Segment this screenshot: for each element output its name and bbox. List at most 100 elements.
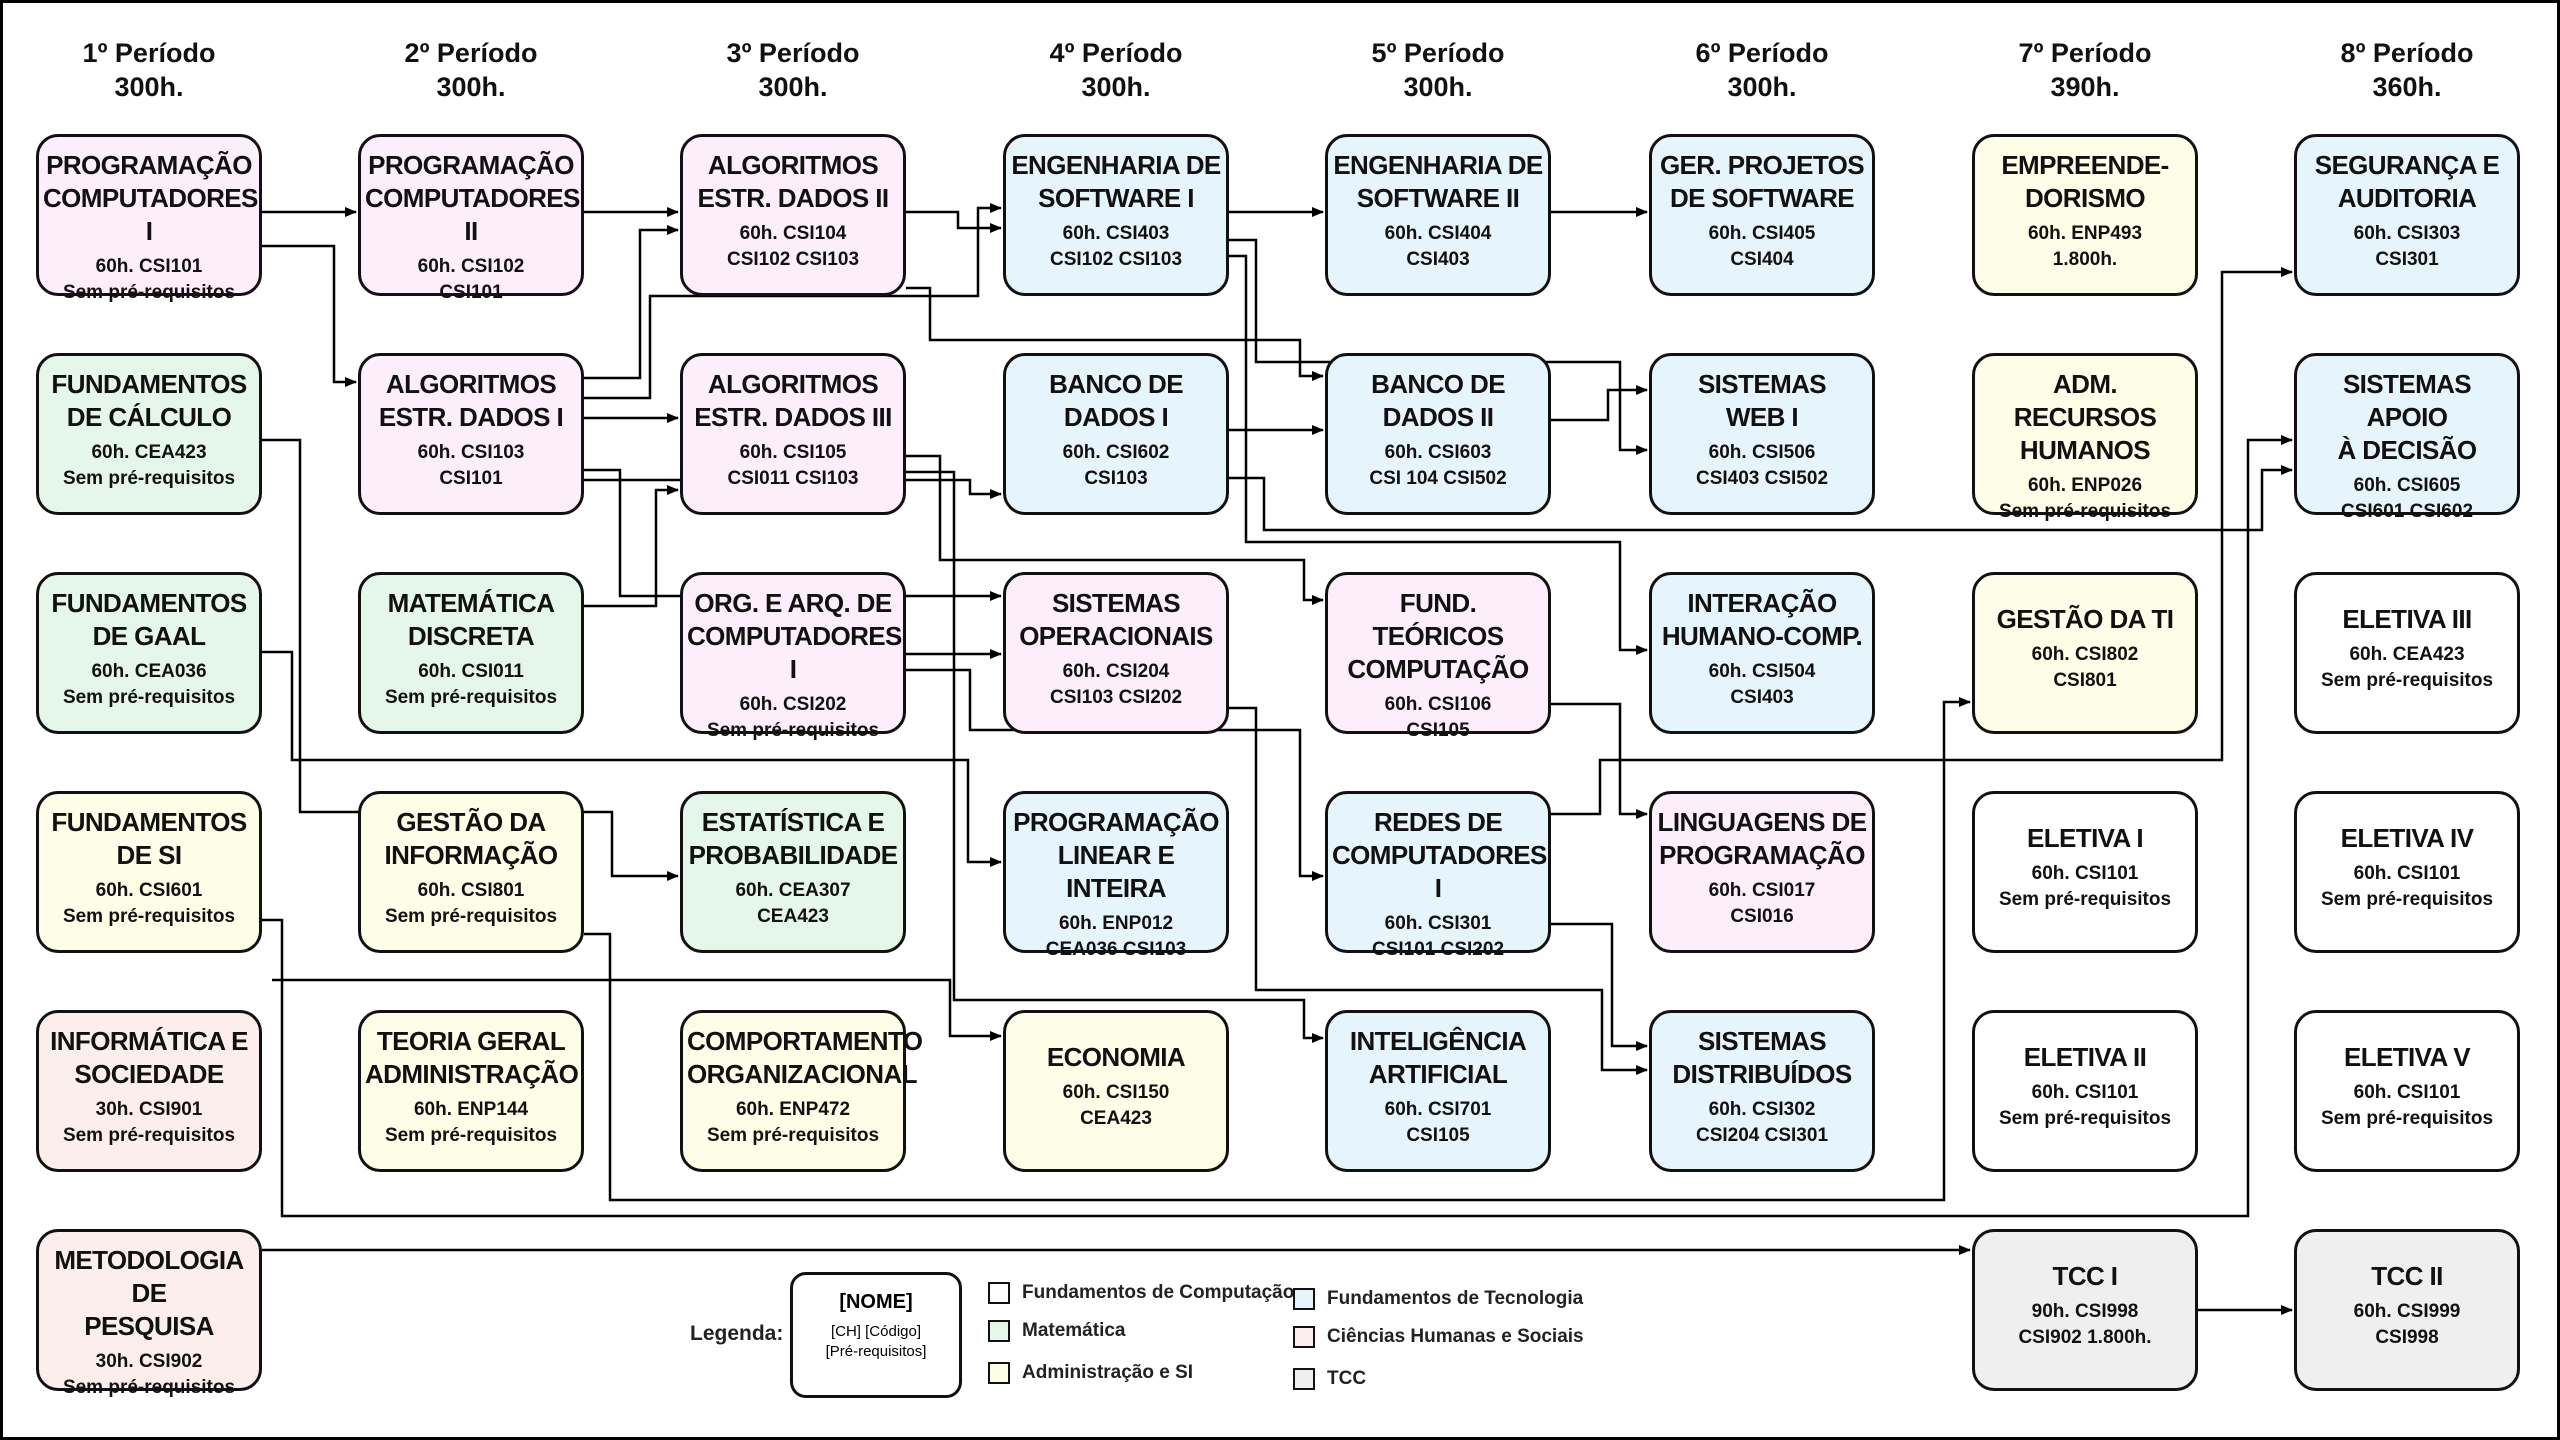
arrow-redes-sd [1551, 922, 1648, 1051]
period-hours: 300h. [1081, 72, 1151, 102]
course-title: PROGRAMAÇÃO COMPUTADORES I [43, 150, 258, 246]
course-title: PROGRAMAÇÃO LINEAR E INTEIRA [1013, 807, 1219, 903]
course-box-redes[interactable]: REDES DE COMPUTADORES I 60h. CSI301 CSI10… [1325, 791, 1551, 960]
course-title: SISTEMAS OPERACIONAIS [1019, 588, 1213, 651]
legend-item: Ciências Humanas e Sociais [1293, 1324, 1584, 1350]
legend-swatch [988, 1362, 1010, 1384]
period-name: 8º Período [2340, 38, 2474, 68]
course-title: LINGUAGENS DE PROGRAMAÇÃO [1657, 807, 1867, 870]
period-name: 5º Período [1371, 38, 1505, 68]
course-box-ihc[interactable]: INTERAÇÃO HUMANO-COMP.60h. CSI504 CSI403 [1649, 572, 1875, 734]
course-info: 60h. CEA036 Sem pré-requisitos [62, 661, 236, 708]
course-info: 60h. CSI506 CSI403 CSI502 [1695, 442, 1829, 489]
legend-item: Matemática [988, 1318, 1126, 1344]
course-box-aed3[interactable]: ALGORITMOS ESTR. DADOS III 60h. CSI105 CS… [680, 353, 906, 515]
course-title: FUND. TEÓRICOS COMPUTAÇÃO [1347, 588, 1529, 684]
arrow-aed2-es1 [906, 210, 1002, 233]
course-title: TCC II [2371, 1261, 2443, 1291]
period-name: 2º Período [404, 38, 538, 68]
period-name: 1º Período [82, 38, 216, 68]
arrow-ftc-lp [1551, 702, 1648, 819]
course-title: ALGORITMOS ESTR. DADOS III [694, 369, 892, 432]
course-title: SISTEMAS DISTRIBUÍDOS [1672, 1026, 1852, 1089]
course-title: INTELIGÊNCIA ARTIFICIAL [1349, 1026, 1527, 1089]
course-info: 60h. CSI101 Sem pré-requisitos [1998, 1082, 2172, 1129]
course-info: 60h. CSI017 CSI016 [1708, 880, 1816, 927]
course-title: COMPORTAMENTO ORGANIZACIONAL [687, 1026, 923, 1089]
legend-item-label: Ciências Humanas e Sociais [1327, 1326, 1584, 1347]
course-title: GESTÃO DA TI [1996, 604, 2174, 634]
course-info: 60h. CSI105 CSI011 CSI103 [727, 442, 859, 489]
course-info: 60h. ENP493 1.800h. [2027, 223, 2143, 270]
period-hours: 300h. [1403, 72, 1473, 102]
course-info: 60h. CSI405 CSI404 [1708, 223, 1816, 270]
legend-item-label: Fundamentos de Computação [1022, 1282, 1295, 1303]
legend-item-label: TCC [1327, 1368, 1367, 1389]
legend-item-label: Fundamentos de Tecnologia [1327, 1288, 1584, 1309]
course-title: INTERAÇÃO HUMANO-COMP. [1661, 588, 1863, 651]
course-box-lp[interactable]: LINGUAGENS DE PROGRAMAÇÃO 60h. CSI017 CSI… [1649, 791, 1875, 953]
arrow-fgaal-pli [262, 650, 1002, 867]
arrow-so-sd [1229, 706, 1648, 1075]
course-info: 60h. CSI301 CSI101 CSI202 [1371, 913, 1505, 960]
course-info: 60h. ENP472 Sem pré-requisitos [706, 1099, 880, 1146]
course-title: TEORIA GERAL ADMINISTRAÇÃO [365, 1026, 579, 1089]
arrow-prog1-aed1 [262, 244, 357, 387]
course-title: FUNDAMENTOS DE SI [51, 807, 247, 870]
course-title: TCC I [2052, 1261, 2118, 1291]
course-info: 60h. CSI104 CSI102 CSI103 [726, 223, 860, 270]
period-name: 7º Período [2018, 38, 2152, 68]
course-info: 30h. CSI902 Sem pré-requisitos [62, 1351, 236, 1398]
arrow-gestinf-gti [584, 697, 1971, 1202]
course-title: REDES DE COMPUTADORES I [1332, 807, 1547, 903]
course-title: ESTATÍSTICA E PROBABILIDADE [688, 807, 898, 870]
arrow-aed3-ftc [906, 454, 1324, 605]
course-box-comport[interactable]: COMPORTAMENTO ORGANIZACIONAL 60h. ENP472 … [680, 1010, 923, 1172]
arrow-bd1-sad [1229, 465, 2293, 532]
course-box-gti[interactable]: GESTÃO DA TI 60h. CSI802 CSI801 [1972, 572, 2198, 734]
period-header-5: 5º Período 300h. [1338, 36, 1538, 104]
course-info: 60h. CSI802 CSI801 [2031, 644, 2139, 691]
period-name: 3º Período [726, 38, 860, 68]
arrow-redes-seg [1551, 267, 2293, 816]
